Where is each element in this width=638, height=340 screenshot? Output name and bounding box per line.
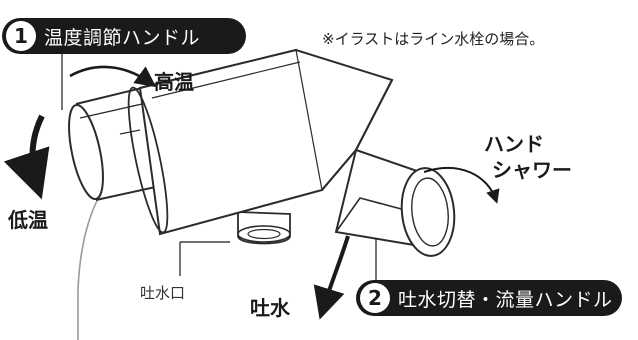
hose — [77, 177, 113, 340]
water-out-label: 吐水 — [250, 296, 290, 320]
handle2-name: 吐水切替・流量ハンドル — [398, 288, 613, 311]
low-temp-arrow — [3, 114, 50, 200]
illustration-note: ※イラストはライン水栓の場合。 — [322, 30, 545, 48]
flow-handle-body — [334, 148, 456, 257]
high-temp-label: 高温 — [154, 70, 194, 94]
low-temp-label: 低温 — [8, 208, 48, 232]
hand-shower-arrow — [423, 167, 500, 204]
handle1-name: 温度調節ハンドル — [44, 26, 201, 49]
handle2-badge: 2 吐水切替・流量ハンドル — [356, 280, 622, 316]
handle1-number: 1 — [6, 21, 36, 51]
handle1-badge: 1 温度調節ハンドル — [2, 18, 246, 54]
faucet-main-box — [127, 48, 394, 236]
spout-label: 吐水口 — [140, 284, 186, 302]
water-out-arrow — [313, 235, 350, 320]
hand-shower-label-line1: ハンド — [484, 132, 544, 156]
spout-outlet — [237, 211, 291, 245]
high-temp-arrow — [69, 65, 157, 88]
handle2-number: 2 — [360, 283, 390, 313]
hand-shower-label-line2: シャワー — [492, 158, 572, 182]
